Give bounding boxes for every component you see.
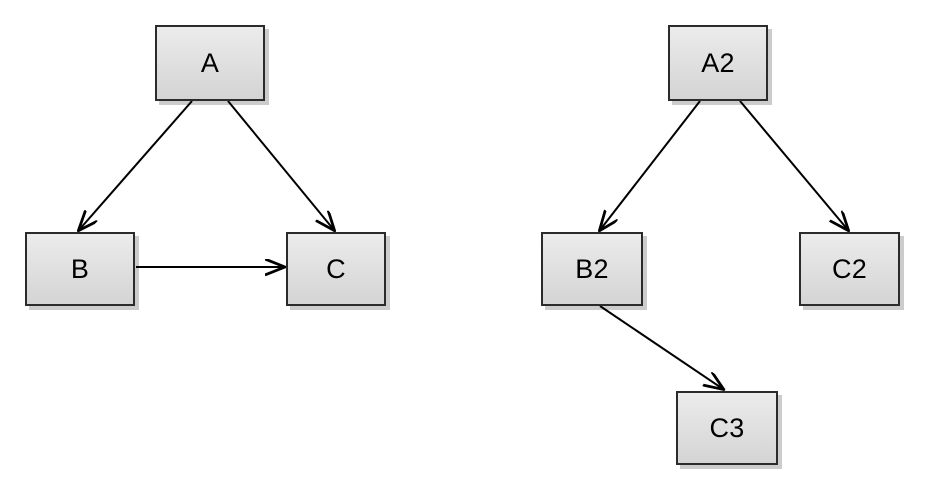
node-b2[interactable]: B2 [541, 232, 643, 306]
node-label-b2: B2 [575, 253, 609, 284]
node-b[interactable]: B [25, 232, 135, 306]
node-label-b: B [70, 253, 90, 284]
edge-b2-to-c3[interactable] [599, 305, 723, 389]
node-c[interactable]: C [286, 232, 386, 306]
node-label-a: A [200, 47, 220, 78]
node-label-c3: C3 [709, 412, 745, 443]
edge-a-to-c[interactable] [227, 100, 334, 230]
node-a[interactable]: A [155, 25, 265, 101]
node-c2[interactable]: C2 [799, 232, 900, 306]
node-label-c2: C2 [832, 253, 867, 284]
edge-a2-to-c2[interactable] [739, 100, 848, 230]
node-a2[interactable]: A2 [668, 25, 768, 101]
node-label-a2: A2 [701, 47, 735, 78]
edge-a-to-b[interactable] [79, 100, 193, 230]
edges-group [79, 100, 848, 389]
node-c3[interactable]: C3 [676, 391, 778, 465]
edge-a2-to-b2[interactable] [600, 100, 701, 230]
node-label-c: C [326, 253, 346, 284]
